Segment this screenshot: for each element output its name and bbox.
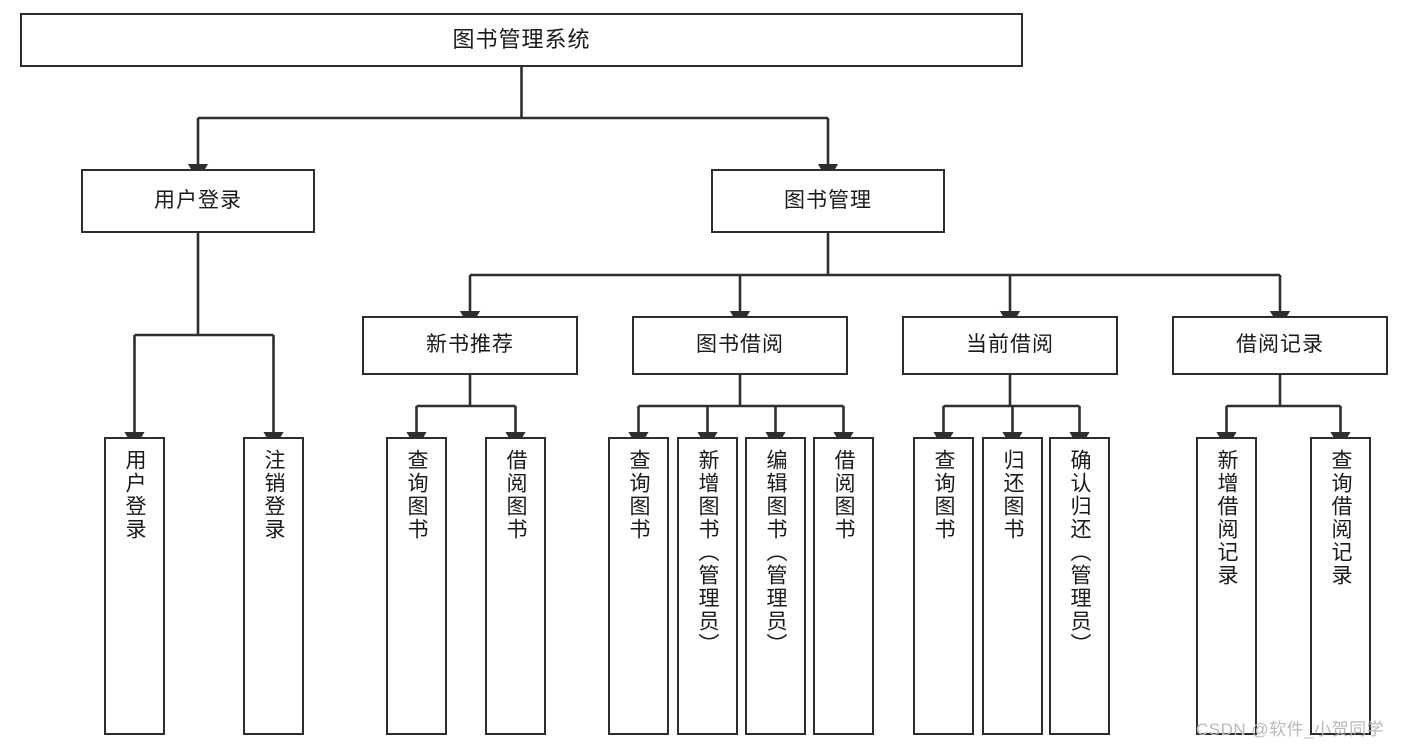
node-root[interactable]: 图书管理系统 bbox=[20, 13, 1023, 67]
node-book-manage[interactable]: 图书管理 bbox=[711, 169, 945, 233]
node-label: 借阅图书 bbox=[832, 449, 855, 541]
node-label: 注销登录 bbox=[262, 449, 285, 541]
node-book-borrow[interactable]: 图书借阅 bbox=[632, 316, 848, 375]
node-leaf-query-book-2[interactable]: 查询图书 bbox=[608, 437, 669, 735]
node-leaf-confirm-return-admin[interactable]: 确认归还（管理员） bbox=[1049, 437, 1110, 735]
node-label: 归还图书 bbox=[1001, 449, 1024, 541]
node-leaf-add-borrow-record[interactable]: 新增借阅记录 bbox=[1196, 437, 1257, 735]
node-leaf-query-book-3[interactable]: 查询图书 bbox=[913, 437, 974, 735]
csdn-watermark: CSDN @软件_小贺同学 bbox=[1196, 720, 1385, 739]
node-label: 查询图书 bbox=[932, 449, 955, 541]
node-leaf-query-borrow-record[interactable]: 查询借阅记录 bbox=[1310, 437, 1371, 735]
node-leaf-borrow-book-1[interactable]: 借阅图书 bbox=[485, 437, 546, 735]
node-label: 用户登录 bbox=[154, 188, 242, 212]
node-leaf-borrow-book-2[interactable]: 借阅图书 bbox=[813, 437, 874, 735]
node-borrow-record[interactable]: 借阅记录 bbox=[1172, 316, 1388, 375]
node-leaf-user-login[interactable]: 用户登录 bbox=[104, 437, 165, 735]
node-leaf-edit-book-admin[interactable]: 编辑图书（管理员） bbox=[745, 437, 806, 735]
node-new-book-rec[interactable]: 新书推荐 bbox=[362, 316, 578, 375]
node-label: 查询借阅记录 bbox=[1329, 449, 1352, 587]
node-leaf-add-book-admin[interactable]: 新增图书（管理员） bbox=[677, 437, 738, 735]
node-label: 借阅记录 bbox=[1236, 333, 1324, 357]
node-label: 图书管理系统 bbox=[452, 27, 591, 53]
node-label: 新增借阅记录 bbox=[1215, 449, 1238, 587]
node-label: 用户登录 bbox=[123, 449, 146, 541]
node-label: 新书推荐 bbox=[426, 333, 514, 357]
node-user-login[interactable]: 用户登录 bbox=[81, 169, 315, 233]
node-label: 当前借阅 bbox=[966, 333, 1054, 357]
node-leaf-query-book-1[interactable]: 查询图书 bbox=[386, 437, 447, 735]
node-label: 确认归还（管理员） bbox=[1068, 449, 1091, 656]
node-label: 图书管理 bbox=[784, 188, 872, 212]
node-label: 查询图书 bbox=[405, 449, 428, 541]
node-label: 借阅图书 bbox=[504, 449, 527, 541]
node-label: 新增图书（管理员） bbox=[696, 449, 719, 656]
node-leaf-logout[interactable]: 注销登录 bbox=[243, 437, 304, 735]
node-current-borrow[interactable]: 当前借阅 bbox=[902, 316, 1118, 375]
node-leaf-return-book[interactable]: 归还图书 bbox=[982, 437, 1043, 735]
node-label: 查询图书 bbox=[627, 449, 650, 541]
node-label: 图书借阅 bbox=[696, 333, 784, 357]
node-label: 编辑图书（管理员） bbox=[764, 449, 787, 656]
